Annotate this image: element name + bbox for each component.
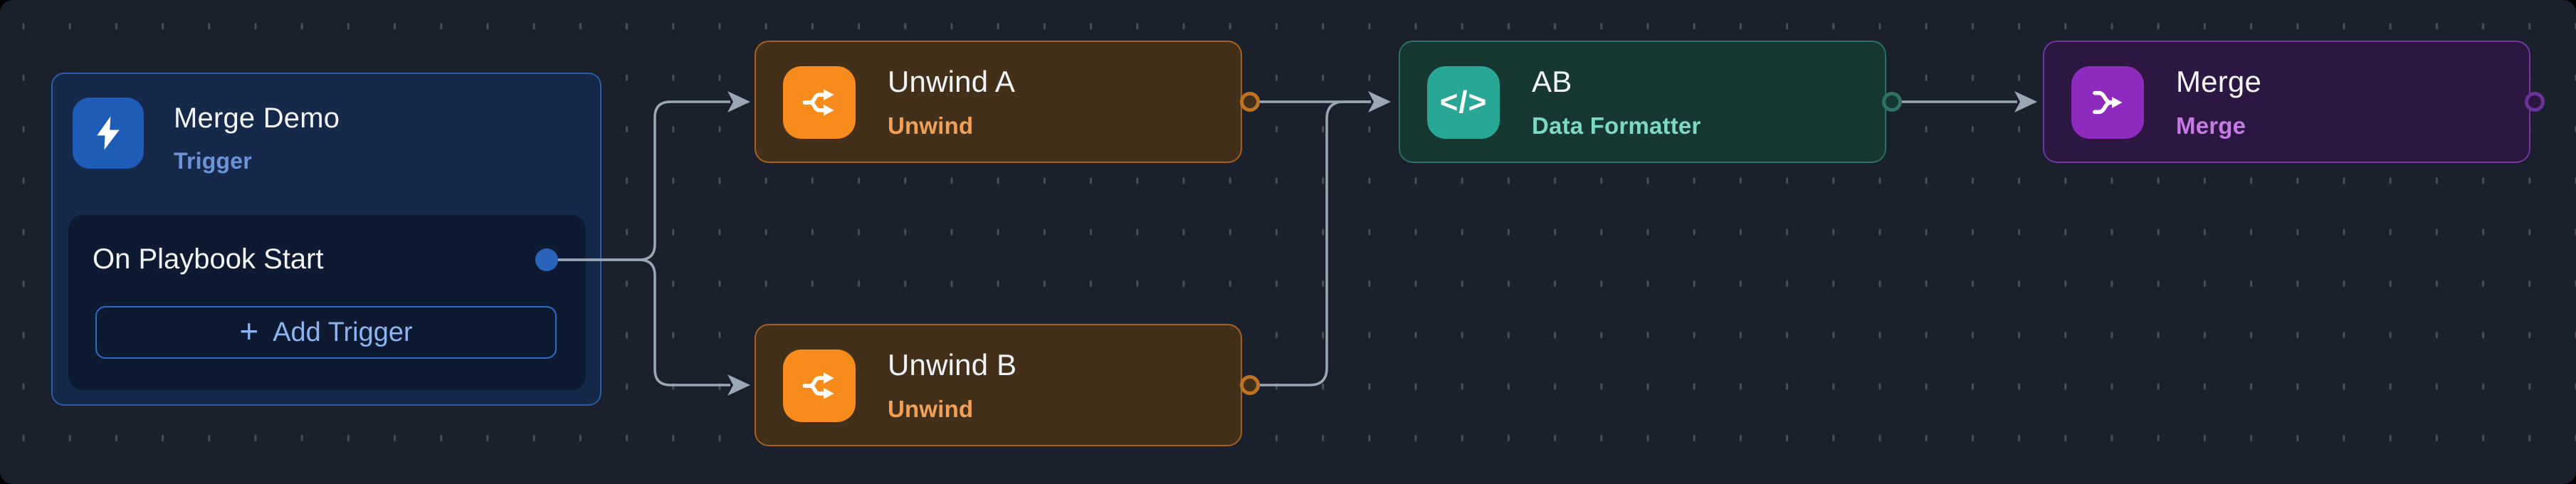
split-branch-icon [783, 349, 856, 422]
add-trigger-button[interactable]: + Add Trigger [95, 306, 557, 359]
merge-icon [2071, 66, 2144, 139]
node-type: Unwind [888, 396, 974, 422]
code-icon: </> [1427, 66, 1500, 139]
node-type: Data Formatter [1532, 112, 1701, 139]
add-trigger-label: Add Trigger [273, 317, 413, 347]
ab-data-formatter-node[interactable]: </> AB Data Formatter [1399, 41, 1886, 163]
trigger-row-on-playbook-start[interactable]: On Playbook Start [93, 243, 324, 275]
unwind-a-node[interactable]: Unwind A Unwind [755, 41, 1242, 163]
trigger-node-title: Merge Demo [174, 102, 340, 134]
trigger-list-card: On Playbook Start + Add Trigger [68, 215, 586, 390]
unwind-b-node[interactable]: Unwind B Unwind [755, 324, 1242, 446]
split-branch-icon [783, 66, 856, 139]
trigger-node-type: Trigger [174, 148, 252, 174]
node-title: Merge [2176, 65, 2262, 98]
node-type: Unwind [888, 112, 974, 139]
node-title: Unwind B [888, 348, 1017, 382]
node-title: AB [1532, 65, 1572, 98]
lightning-icon [73, 98, 144, 169]
node-title: Unwind A [888, 65, 1016, 98]
plus-icon: + [239, 312, 259, 349]
node-type: Merge [2176, 112, 2246, 139]
trigger-node[interactable]: Merge Demo Trigger On Playbook Start + A… [51, 73, 601, 406]
merge-node[interactable]: Merge Merge [2043, 41, 2530, 163]
